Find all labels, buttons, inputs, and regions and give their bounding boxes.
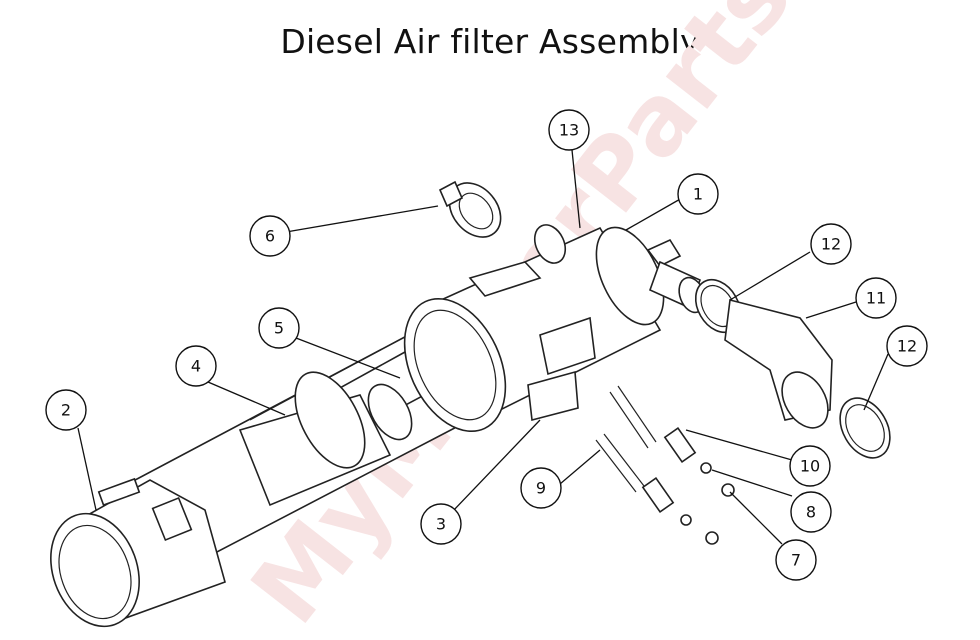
part-12-clamp-lower bbox=[839, 397, 891, 459]
callout-13: 13 bbox=[548, 109, 590, 151]
callout-2: 2 bbox=[45, 389, 87, 431]
svg-text:8: 8 bbox=[806, 503, 816, 522]
svg-text:10: 10 bbox=[800, 457, 820, 476]
callout-7: 7 bbox=[775, 539, 817, 581]
part-5-inner-element bbox=[238, 350, 432, 507]
callout-8: 8 bbox=[790, 491, 832, 533]
svg-text:11: 11 bbox=[866, 289, 886, 308]
svg-text:5: 5 bbox=[274, 319, 284, 338]
part-11-elbow-hose bbox=[724, 298, 833, 429]
svg-text:1: 1 bbox=[693, 185, 703, 204]
svg-text:4: 4 bbox=[191, 357, 201, 376]
hardware-set bbox=[595, 385, 735, 545]
callout-6: 6 bbox=[249, 215, 291, 257]
leader-lines bbox=[77, 149, 889, 545]
svg-text:7: 7 bbox=[791, 551, 801, 570]
svg-text:13: 13 bbox=[559, 121, 579, 140]
diagram-title: Diesel Air filter Assembly bbox=[280, 22, 700, 61]
part-13-housing bbox=[403, 224, 682, 433]
part-6-valve bbox=[438, 180, 502, 238]
callout-1: 1 bbox=[677, 173, 719, 215]
callout-12-lower: 12 bbox=[886, 325, 928, 367]
svg-text:6: 6 bbox=[265, 227, 275, 246]
callout-5: 5 bbox=[258, 307, 300, 349]
svg-text:12: 12 bbox=[897, 337, 917, 356]
svg-text:9: 9 bbox=[536, 479, 546, 498]
callout-12-upper: 12 bbox=[810, 223, 852, 265]
callout-11: 11 bbox=[855, 277, 897, 319]
svg-text:3: 3 bbox=[436, 515, 446, 534]
svg-text:12: 12 bbox=[821, 235, 841, 254]
callout-3: 3 bbox=[420, 503, 462, 545]
svg-text:2: 2 bbox=[61, 401, 71, 420]
part-2-end-cap bbox=[50, 477, 226, 628]
callout-10: 10 bbox=[789, 445, 831, 487]
callout-9: 9 bbox=[520, 467, 562, 509]
callout-4: 4 bbox=[175, 345, 217, 387]
